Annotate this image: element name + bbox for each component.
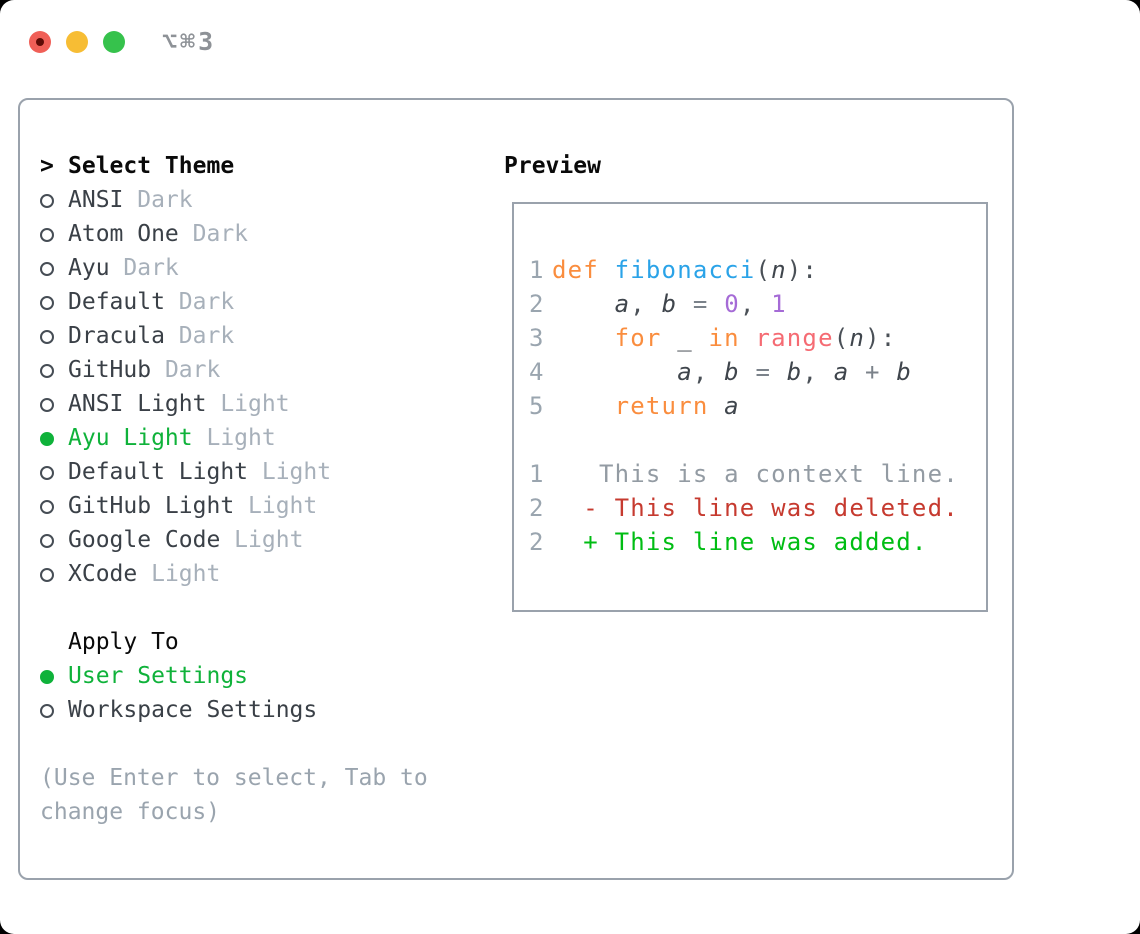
theme-option-ayu-light[interactable]: Ayu Light Light	[40, 421, 464, 455]
radio-icon	[40, 183, 68, 217]
spacer	[529, 423, 986, 457]
line-number: 3	[529, 324, 544, 352]
apply-option-label: Workspace Settings	[68, 697, 318, 723]
theme-name: ANSI	[68, 187, 124, 213]
radio-icon	[40, 353, 68, 387]
line-number: 2	[529, 290, 544, 318]
radio-icon	[40, 217, 68, 251]
diff-line-context: 1 This is a context line.	[529, 457, 986, 491]
theme-variant-badge: Light	[220, 527, 304, 553]
code-line: 3 for _ in range(n):	[529, 321, 986, 355]
theme-variant-badge: Light	[234, 493, 318, 519]
preview-heading: Preview	[504, 153, 601, 179]
apply-to-heading-label: Apply To	[68, 629, 179, 655]
theme-option-default[interactable]: Default Dark	[40, 285, 464, 319]
spacer	[40, 591, 464, 625]
theme-option-github-light[interactable]: GitHub Light Light	[40, 489, 464, 523]
theme-variant-badge: Light	[248, 459, 332, 485]
theme-name: XCode	[68, 561, 138, 587]
code-line: 2 a, b = 0, 1	[529, 287, 986, 321]
theme-option-default-light[interactable]: Default Light Light	[40, 455, 464, 489]
theme-list-heading-label: Select Theme	[68, 153, 235, 179]
theme-name: Atom One	[68, 221, 179, 247]
theme-option-dracula[interactable]: Dracula Dark	[40, 319, 464, 353]
line-number: 1	[529, 256, 544, 284]
radio-icon	[40, 489, 68, 523]
line-number: 5	[529, 392, 544, 420]
apply-option-user-settings[interactable]: User Settings	[40, 659, 464, 693]
theme-option-xcode[interactable]: XCode Light	[40, 557, 464, 591]
titlebar: ⌥⌘3	[29, 27, 216, 56]
theme-variant-badge: Light	[206, 391, 290, 417]
theme-name: Ayu	[68, 255, 110, 281]
theme-name: GitHub Light	[68, 493, 235, 519]
radio-icon	[40, 693, 68, 727]
theme-variant-badge: Light	[192, 425, 276, 451]
theme-name: GitHub	[68, 357, 152, 383]
radio-icon	[40, 523, 68, 557]
theme-name: Dracula	[68, 323, 165, 349]
theme-name: Ayu Light	[68, 425, 193, 451]
radio-icon	[40, 387, 68, 421]
line-number: 2	[529, 494, 544, 522]
theme-variant-badge: Dark	[164, 289, 235, 315]
line-number: 4	[529, 358, 544, 386]
line-number: 2	[529, 528, 544, 556]
zoom-button[interactable]	[103, 30, 125, 53]
apply-to-heading: Apply To	[40, 625, 464, 659]
minimize-button[interactable]	[66, 30, 88, 53]
apply-option-workspace-settings[interactable]: Workspace Settings	[40, 693, 464, 727]
radio-icon	[40, 319, 68, 353]
keyboard-hint: (Use Enter to select, Tab to change focu…	[40, 765, 428, 825]
radio-icon	[40, 455, 68, 489]
theme-variant-badge: Dark	[123, 187, 193, 213]
radio-icon	[40, 557, 68, 591]
theme-variant-badge: Dark	[151, 357, 221, 383]
close-button[interactable]	[29, 30, 51, 53]
theme-variant-badge: Dark	[178, 221, 249, 247]
theme-option-atom-one[interactable]: Atom One Dark	[40, 217, 464, 251]
cursor-icon: >	[40, 153, 54, 179]
theme-variant-badge: Dark	[109, 255, 179, 281]
code-line: 4 a, b = b, a + b	[529, 355, 986, 389]
theme-name: Google Code	[68, 527, 221, 553]
theme-option-google-code[interactable]: Google Code Light	[40, 523, 464, 557]
radio-icon	[40, 285, 68, 319]
theme-variant-badge: Dark	[164, 323, 235, 349]
diff-line-deleted: 2 - This line was deleted.	[529, 491, 986, 525]
radio-selected-icon	[40, 421, 68, 455]
theme-option-ansi-light[interactable]: ANSI Light Light	[40, 387, 464, 421]
radio-selected-icon	[40, 659, 68, 693]
diff-line-added: 2 + This line was added.	[529, 525, 986, 559]
theme-name: Default	[68, 289, 165, 315]
theme-name: ANSI Light	[68, 391, 207, 417]
radio-icon	[40, 251, 68, 285]
code-line: 5 return a	[529, 389, 986, 423]
theme-option-ayu[interactable]: Ayu Dark	[40, 251, 464, 285]
line-number: 1	[529, 460, 544, 488]
theme-variant-badge: Light	[137, 561, 221, 587]
theme-option-github[interactable]: GitHub Dark	[40, 353, 464, 387]
theme-name: Default Light	[68, 459, 249, 485]
window-title: ⌥⌘3	[162, 27, 217, 56]
theme-option-ansi[interactable]: ANSI Dark	[40, 183, 464, 217]
apply-option-label: User Settings	[68, 663, 249, 689]
diff-preview: 1 This is a context line.2 - This line w…	[529, 457, 986, 559]
theme-list-heading: > Select Theme	[40, 149, 464, 183]
